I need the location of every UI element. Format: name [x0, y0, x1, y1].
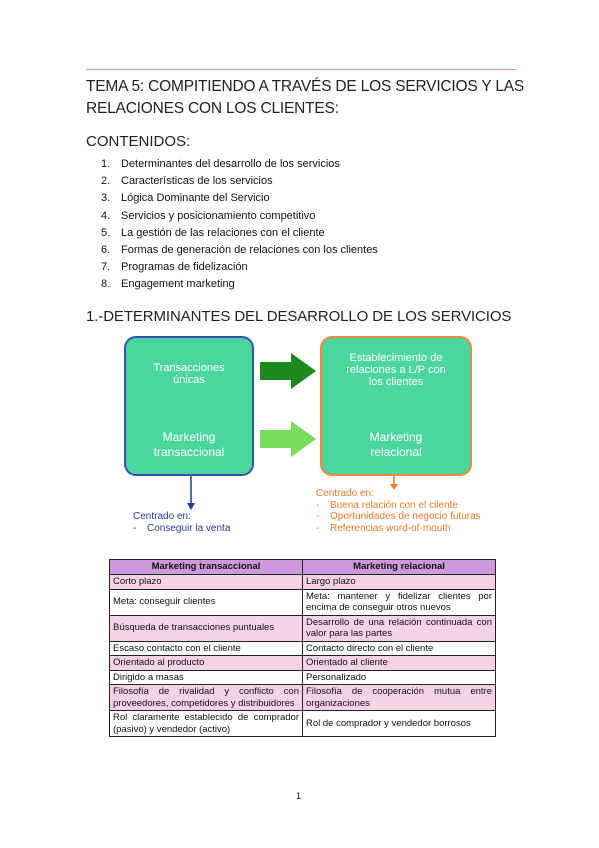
toc-item: 5.La gestión de las relaciones con el cl…	[101, 226, 325, 239]
table-row: Orientado al producto Orientado al clien…	[109, 655, 496, 671]
relational-focus-note: Centrado en: -Buena relación con el clie…	[316, 488, 481, 534]
table-row: Filosofía de rivalidad y conflicto con p…	[109, 684, 496, 711]
table-of-contents: 1.Determinantes del desarrollo de los se…	[101, 156, 378, 294]
box-upper-text: Establecimiento de relaciones a L/P con …	[346, 352, 446, 388]
page-title: TEMA 5: COMPITIENDO A TRAVÉS DE LOS SERV…	[86, 78, 525, 117]
dark-green-arrow-icon	[260, 353, 316, 389]
toc-item: 8.Engagement marketing	[101, 278, 235, 291]
header-transactional: Marketing transaccional	[109, 559, 303, 575]
transactional-focus-note: Centrado en: -Conseguir la venta	[133, 511, 231, 534]
box-upper-text: Transacciones únicas	[153, 362, 225, 386]
box-lower-text: Marketing relacional	[369, 430, 423, 459]
box-lower-text: Marketing transaccional	[153, 430, 225, 459]
toc-item: 1.Determinantes del desarrollo de los se…	[101, 158, 340, 170]
table-row: Rol claramente establecido de comprador …	[109, 710, 496, 737]
table-header-row: Marketing transaccional Marketing relaci…	[109, 559, 496, 575]
toc-item: 6.Formas de generación de relaciones con…	[101, 243, 378, 256]
contents-heading: CONTENIDOS:	[86, 133, 191, 150]
light-green-arrow-icon	[260, 421, 316, 457]
header-relational: Marketing relacional	[302, 559, 496, 575]
transactional-marketing-box: Transacciones únicas Marketing transacci…	[124, 336, 254, 476]
header-rule	[86, 69, 516, 70]
toc-item: 4.Servicios y posicionamiento competitiv…	[101, 209, 316, 222]
section-heading: 1.-DETERMINANTES DEL DESARROLLO DE LOS S…	[86, 308, 512, 325]
comparison-table: Marketing transaccional Marketing relaci…	[109, 559, 496, 737]
toc-item: 3.Lógica Dominante del Servicio	[101, 192, 270, 205]
toc-item: 7.Programas de fidelización	[101, 261, 248, 274]
table-row: Corto plazo Largo plazo	[109, 574, 496, 590]
table-row: Escaso contacto con el cliente Contacto …	[109, 640, 496, 656]
table-row: Meta: conseguir clientes Meta: mantener …	[109, 588, 496, 616]
relational-marketing-box: Establecimiento de relaciones a L/P con …	[320, 336, 472, 476]
page-number: 1	[296, 791, 302, 801]
table-row: Dirigido a masas Personalizado	[109, 669, 496, 685]
toc-item: 2.Características de los servicios	[101, 175, 273, 188]
table-row: Búsqueda de transacciones puntuales Desa…	[109, 614, 496, 642]
blue-arrowhead-icon	[187, 503, 195, 510]
